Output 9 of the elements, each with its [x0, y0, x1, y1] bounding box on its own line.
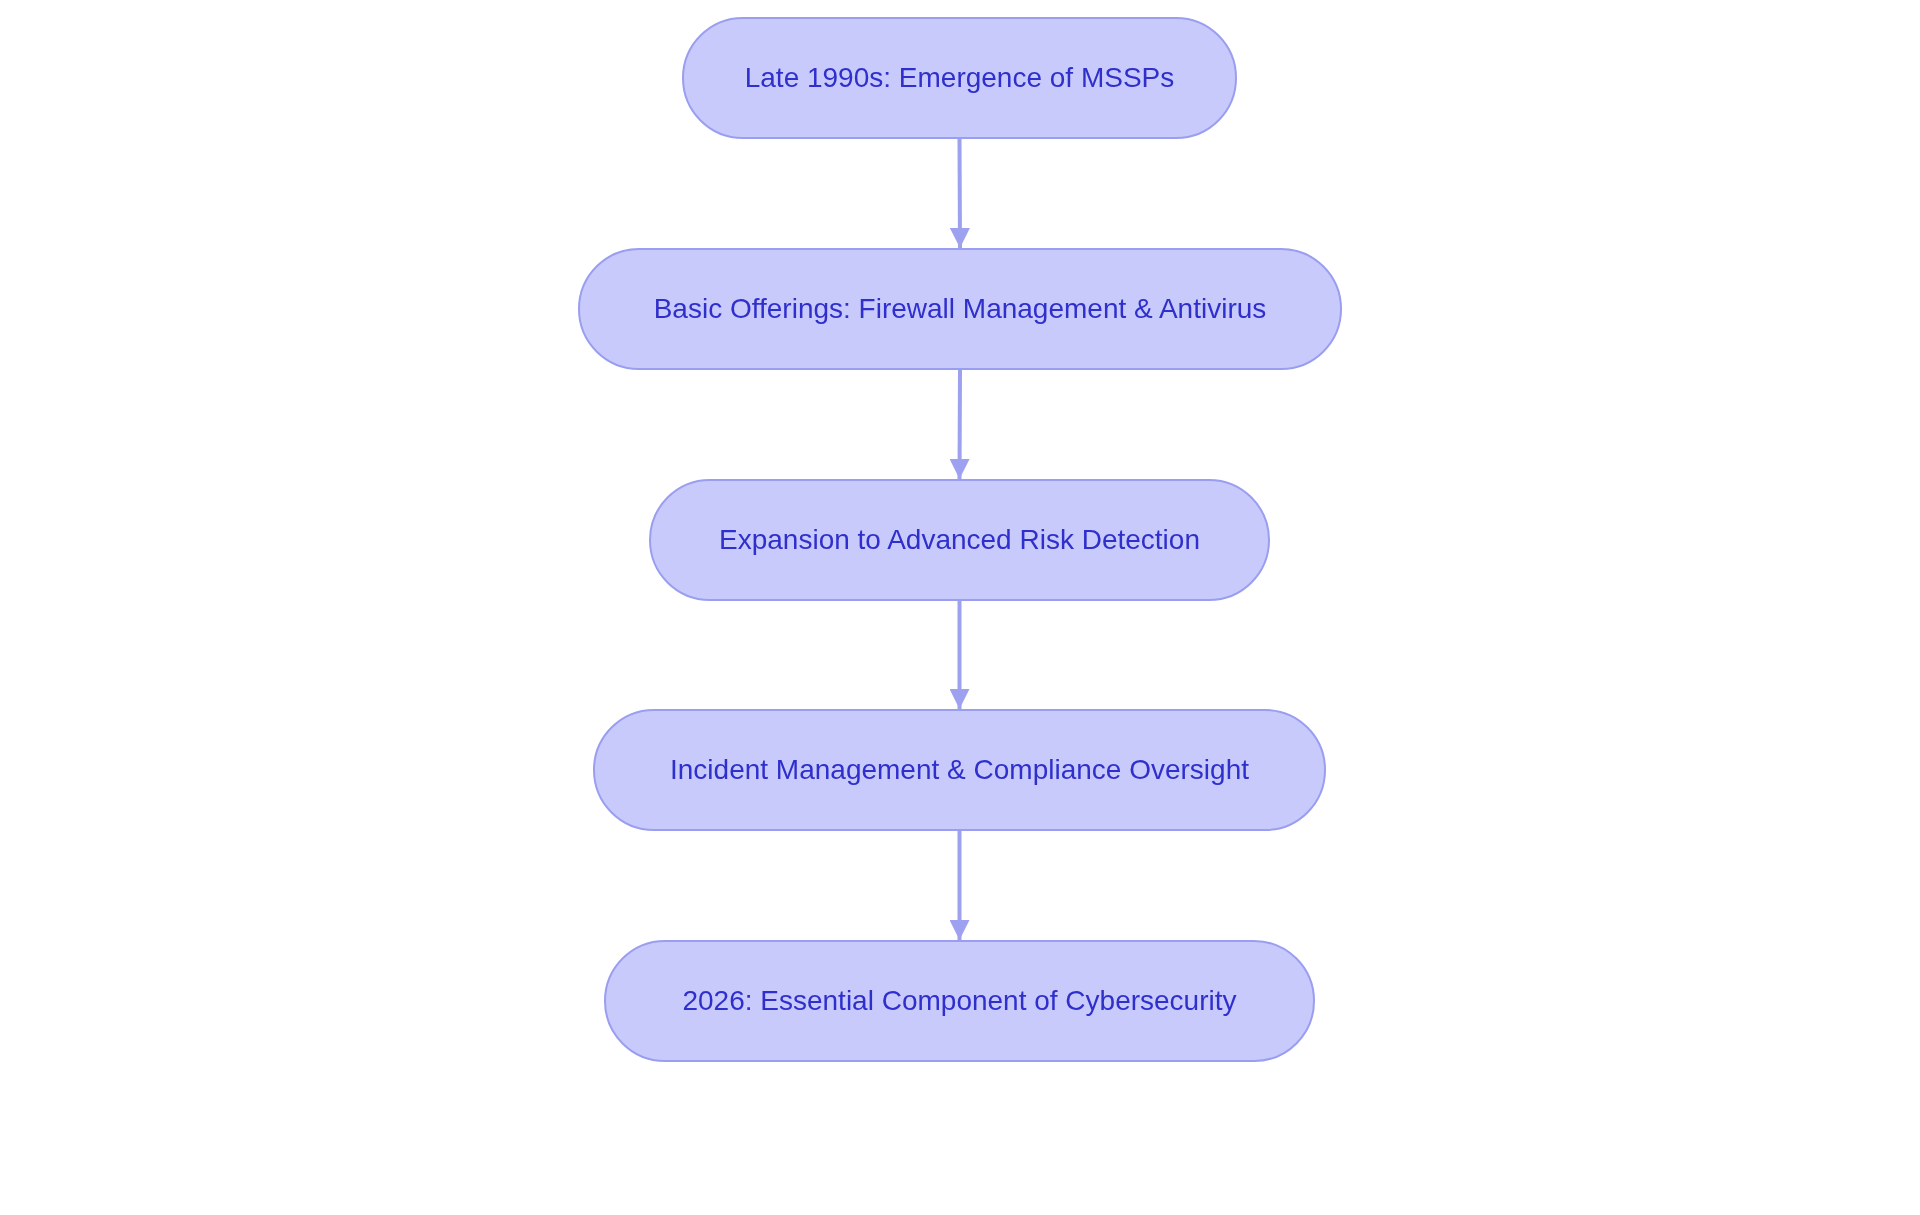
- arrow: [949, 601, 970, 709]
- arrow: [949, 370, 970, 479]
- step-label: 2026: Essential Component of Cybersecurity: [682, 985, 1237, 1017]
- step-label: Late 1990s: Emergence of MSSPs: [744, 62, 1175, 94]
- arrow: [949, 831, 970, 940]
- step-label: Basic Offerings: Firewall Management & Antivirus: [653, 293, 1267, 325]
- step-label: Expansion to Advanced Risk Detection: [719, 524, 1200, 556]
- step-label: Incident Management & Compliance Oversight: [670, 754, 1249, 786]
- arrow: [949, 139, 970, 248]
